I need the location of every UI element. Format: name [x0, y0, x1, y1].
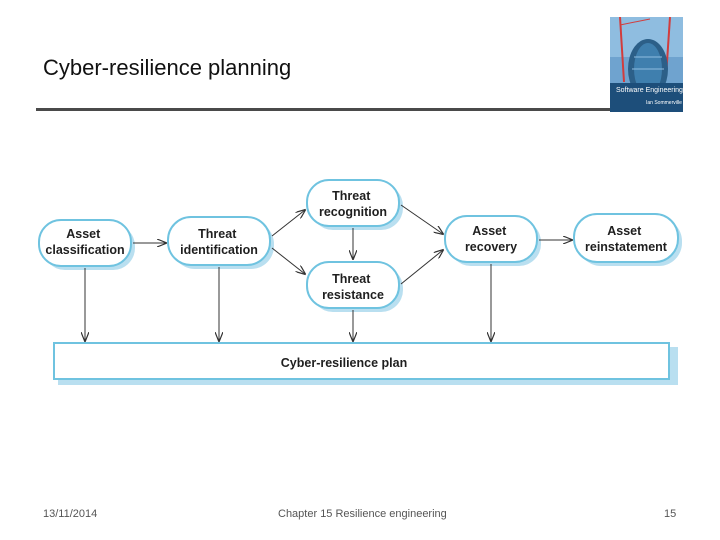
- title-divider: [36, 108, 610, 111]
- footer-chapter: Chapter 15 Resilience engineering: [278, 508, 447, 520]
- node-asset-reinstatement: Asset reinstatement: [573, 213, 682, 266]
- node-label: Threat resistance: [322, 272, 384, 302]
- node-threat-resistance: Threat resistance: [306, 261, 403, 312]
- node-label: Threat recognition: [319, 189, 387, 219]
- arrow-resistance-to-recovery: [400, 250, 443, 285]
- book-cover-image: Software Engineering Ian Sommerville: [610, 17, 683, 112]
- cover-author: Ian Sommerville: [646, 100, 682, 106]
- node-asset-classification: Asset classification: [38, 219, 135, 270]
- node-label: Asset recovery: [465, 224, 517, 254]
- node-label: Threat identification: [180, 227, 258, 257]
- arrow-identification-to-recognition: [271, 210, 305, 237]
- arrow-identification-to-resistance: [271, 247, 305, 274]
- cover-title: Software Engineering: [616, 87, 683, 94]
- cyber-resilience-plan-box: Cyber-resilience plan: [53, 342, 678, 385]
- footer-page-number: 15: [664, 508, 677, 520]
- footer-date: 13/11/2014: [43, 508, 98, 520]
- plan-label: Cyber-resilience plan: [281, 356, 407, 370]
- node-threat-identification: Threat identification: [167, 216, 274, 269]
- arrow-recognition-to-recovery: [400, 204, 443, 234]
- node-label: Asset reinstatement: [585, 224, 668, 254]
- node-asset-recovery: Asset recovery: [444, 215, 541, 266]
- book-cover-art: [610, 17, 683, 112]
- node-threat-recognition: Threat recognition: [306, 179, 403, 230]
- node-label: Asset classification: [45, 227, 124, 257]
- page-title: Cyber-resilience planning: [43, 55, 292, 80]
